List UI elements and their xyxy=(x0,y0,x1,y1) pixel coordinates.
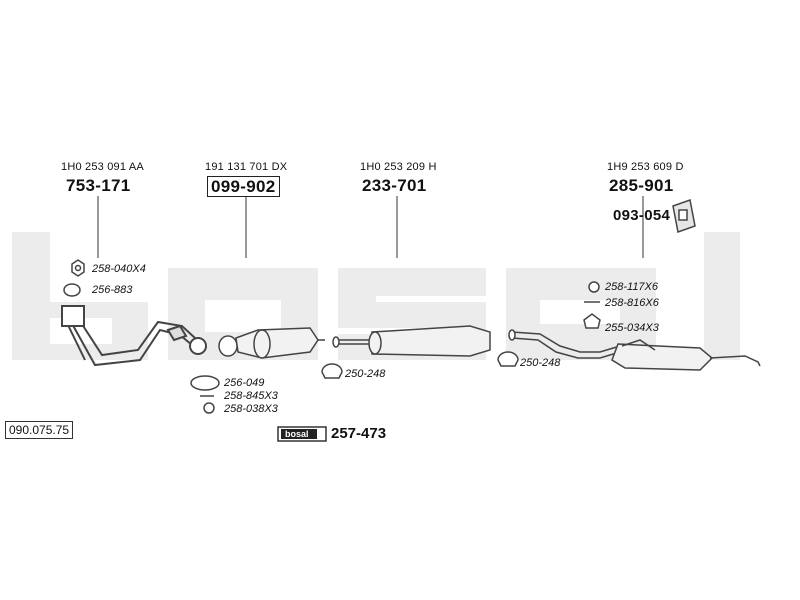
part-number-extra: 093-054 xyxy=(613,207,671,224)
part-number-rear-silencer: 285-901 xyxy=(609,176,674,195)
part-number-catalyst: 099-902 xyxy=(207,176,280,197)
accessory-label: 256-883 xyxy=(92,284,133,296)
accessory-label: 258-816X6 xyxy=(605,297,659,309)
catalytic-converter-drawing xyxy=(218,327,325,359)
accessory-label: 258-040X4 xyxy=(92,263,146,275)
part-number-front-pipe: 753-171 xyxy=(66,176,131,195)
bosal-logo: bosal xyxy=(285,429,309,439)
mounting-kit-part-number: 257-473 xyxy=(331,425,387,442)
oem-number-catalyst: 191 131 701 DX xyxy=(205,161,288,173)
oem-number-front-pipe: 1H0 253 091 AA xyxy=(61,161,144,173)
oem-number-rear-silencer: 1H9 253 609 D xyxy=(607,161,684,173)
mounting-kit-box xyxy=(277,426,327,442)
accessory-label: 258-117X6 xyxy=(605,281,659,293)
hardware-drawings xyxy=(63,199,696,414)
accessory-label: 258-038X3 xyxy=(224,403,278,415)
accessory-label: 255-034X3 xyxy=(605,322,659,334)
leader-lines xyxy=(97,196,644,258)
accessory-label: 250-248 xyxy=(345,368,386,380)
accessory-label: 250-248 xyxy=(520,357,561,369)
front-pipe-drawing xyxy=(61,305,207,367)
reference-number: 090.075.75 xyxy=(5,421,74,439)
part-number-middle-silencer: 233-701 xyxy=(362,176,427,195)
middle-silencer-drawing xyxy=(332,325,491,357)
accessory-label: 256-049 xyxy=(224,377,265,389)
oem-number-middle-silencer: 1H0 253 209 H xyxy=(360,161,437,173)
accessory-label: 258-845X3 xyxy=(224,390,278,402)
rear-silencer-drawing xyxy=(508,329,761,371)
